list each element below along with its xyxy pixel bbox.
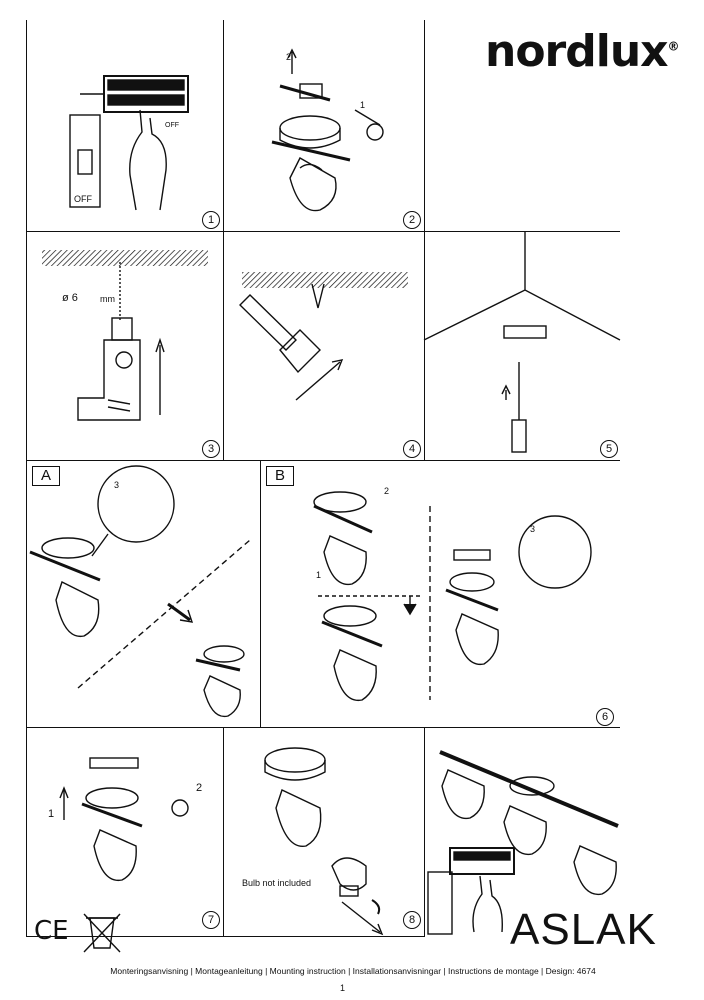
step-number: 8: [403, 911, 421, 929]
spotlight-icon: [275, 789, 322, 847]
callout-number: 2: [384, 486, 390, 496]
callout-number: 3: [530, 524, 536, 534]
drill-diameter-label: ø 6: [62, 292, 78, 304]
spotlight-icon: [455, 613, 499, 666]
callout-number: 2: [286, 52, 292, 62]
spotlight-icon: [271, 115, 351, 212]
panel-step-8: [223, 727, 425, 937]
callout-number: 1: [360, 100, 366, 110]
spotlight-icon: [503, 805, 547, 856]
off-switch-label: OFF: [74, 194, 92, 204]
drill-icon: [77, 317, 165, 421]
spotlight-icon: [333, 649, 377, 702]
ce-mark: CE: [34, 916, 69, 946]
hand-icon: [472, 875, 503, 933]
step-number: 6: [596, 708, 614, 726]
bracket-icon: [89, 757, 139, 769]
wall-plug-icon: [311, 283, 325, 309]
ceiling-icon: [42, 250, 208, 266]
spotlight-icon: [55, 581, 100, 638]
spotlight-icon: [203, 675, 241, 718]
off-switch-icon: [69, 114, 101, 208]
variant-b-label: B: [266, 466, 295, 486]
bulb-note: Bulb not included: [242, 878, 312, 888]
callout-number: 2: [196, 782, 203, 794]
step-number: 3: [202, 440, 220, 458]
spotlight-icon: [323, 535, 367, 586]
hand-icon: [129, 109, 167, 211]
off-panel-label: OFF: [165, 122, 179, 129]
footer-text: Monteringsanvisning | Montageanleitung |…: [110, 966, 596, 976]
step-number: 4: [403, 440, 421, 458]
on-switch-icon: [427, 871, 453, 935]
ceiling-icon: [242, 272, 408, 288]
track-bar-icon: [439, 750, 619, 828]
screwdriver-icon: [501, 325, 547, 453]
weee-bin-icon: [83, 913, 121, 953]
fuse-box-icon: [449, 847, 515, 875]
brand-logo: nordlux®: [485, 26, 680, 77]
callout-number: 1: [48, 808, 55, 820]
step-number: 7: [202, 911, 220, 929]
step-number: 1: [202, 211, 220, 229]
spotlight-icon: [93, 829, 137, 882]
step-number: 5: [600, 440, 618, 458]
detail-callout: [518, 515, 592, 589]
step-number: 2: [403, 211, 421, 229]
hammer-icon: [239, 294, 321, 374]
fuse-box-icon: [80, 75, 189, 113]
panel-step-9: [424, 727, 620, 937]
callout-number: 3: [114, 480, 120, 490]
detail-callout: [97, 465, 175, 543]
bracket-icon: [279, 48, 384, 141]
bulb-icon: [331, 857, 367, 897]
drill-unit-label: mm: [100, 294, 115, 304]
callout-number: 1: [316, 570, 322, 580]
spotlight-icon: [573, 845, 617, 896]
product-name: ASLAK: [510, 905, 657, 954]
spotlight-icon: [441, 769, 485, 820]
variant-a-label: A: [32, 466, 61, 486]
page-number: 1: [340, 983, 346, 993]
